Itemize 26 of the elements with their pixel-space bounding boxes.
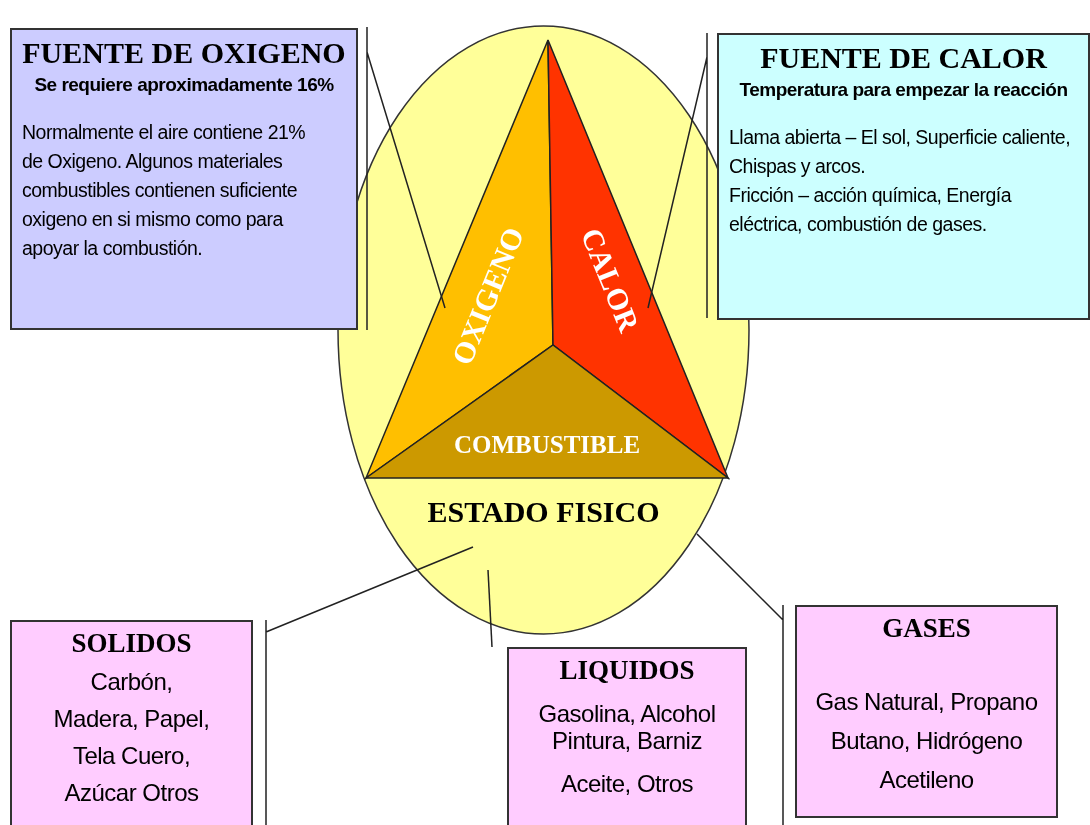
body-text: Carbón, Madera, Papel, Tela Cuero, Azúcar Otros <box>52 667 211 808</box>
leader-line <box>696 533 784 825</box>
box-subheading: Temperatura para empezar la reacción <box>738 79 1069 101</box>
leader-line <box>487 569 493 648</box>
body-text: Gasolina, Alcohol Pintura, Barniz <box>537 700 717 754</box>
category-box <box>795 605 1058 818</box>
body-text: Normalmente el aire contiene 21% de Oxigeno. Algunos materiales combustibles contienen suficiente oxigeno en si mismo como para apoyar la combustión. <box>22 120 307 261</box>
leader-line <box>647 32 708 319</box>
box-subheading: Se requiere aproximadamente 16% <box>33 74 335 96</box>
box-heading: FUENTE DE OXIGENO <box>21 36 347 70</box>
body-text: Fricción – acción química, Energía eléctrica, combustión de gases. <box>729 183 1013 237</box>
leader-line <box>265 546 474 825</box>
body-text: Aceite, Otros <box>559 770 695 798</box>
ellipse-label: ESTADO FISICO <box>426 495 661 529</box>
info-box <box>10 28 358 330</box>
category-box <box>10 620 253 825</box>
box-heading: SOLIDOS <box>70 628 193 659</box>
face-label: COMBUSTIBLE <box>453 431 641 459</box>
leader-line <box>366 26 446 331</box>
box-heading: LIQUIDOS <box>558 655 696 686</box>
info-box <box>717 33 1090 320</box>
category-box <box>507 647 747 825</box>
box-heading: GASES <box>881 613 972 644</box>
box-heading: FUENTE DE CALOR <box>759 41 1049 75</box>
body-text: Llama abierta – El sol, Superficie caliente, Chispas y arcos. <box>729 125 1072 179</box>
body-text: Gas Natural, Propano Butano, Hidrógeno Acetileno <box>814 687 1039 795</box>
